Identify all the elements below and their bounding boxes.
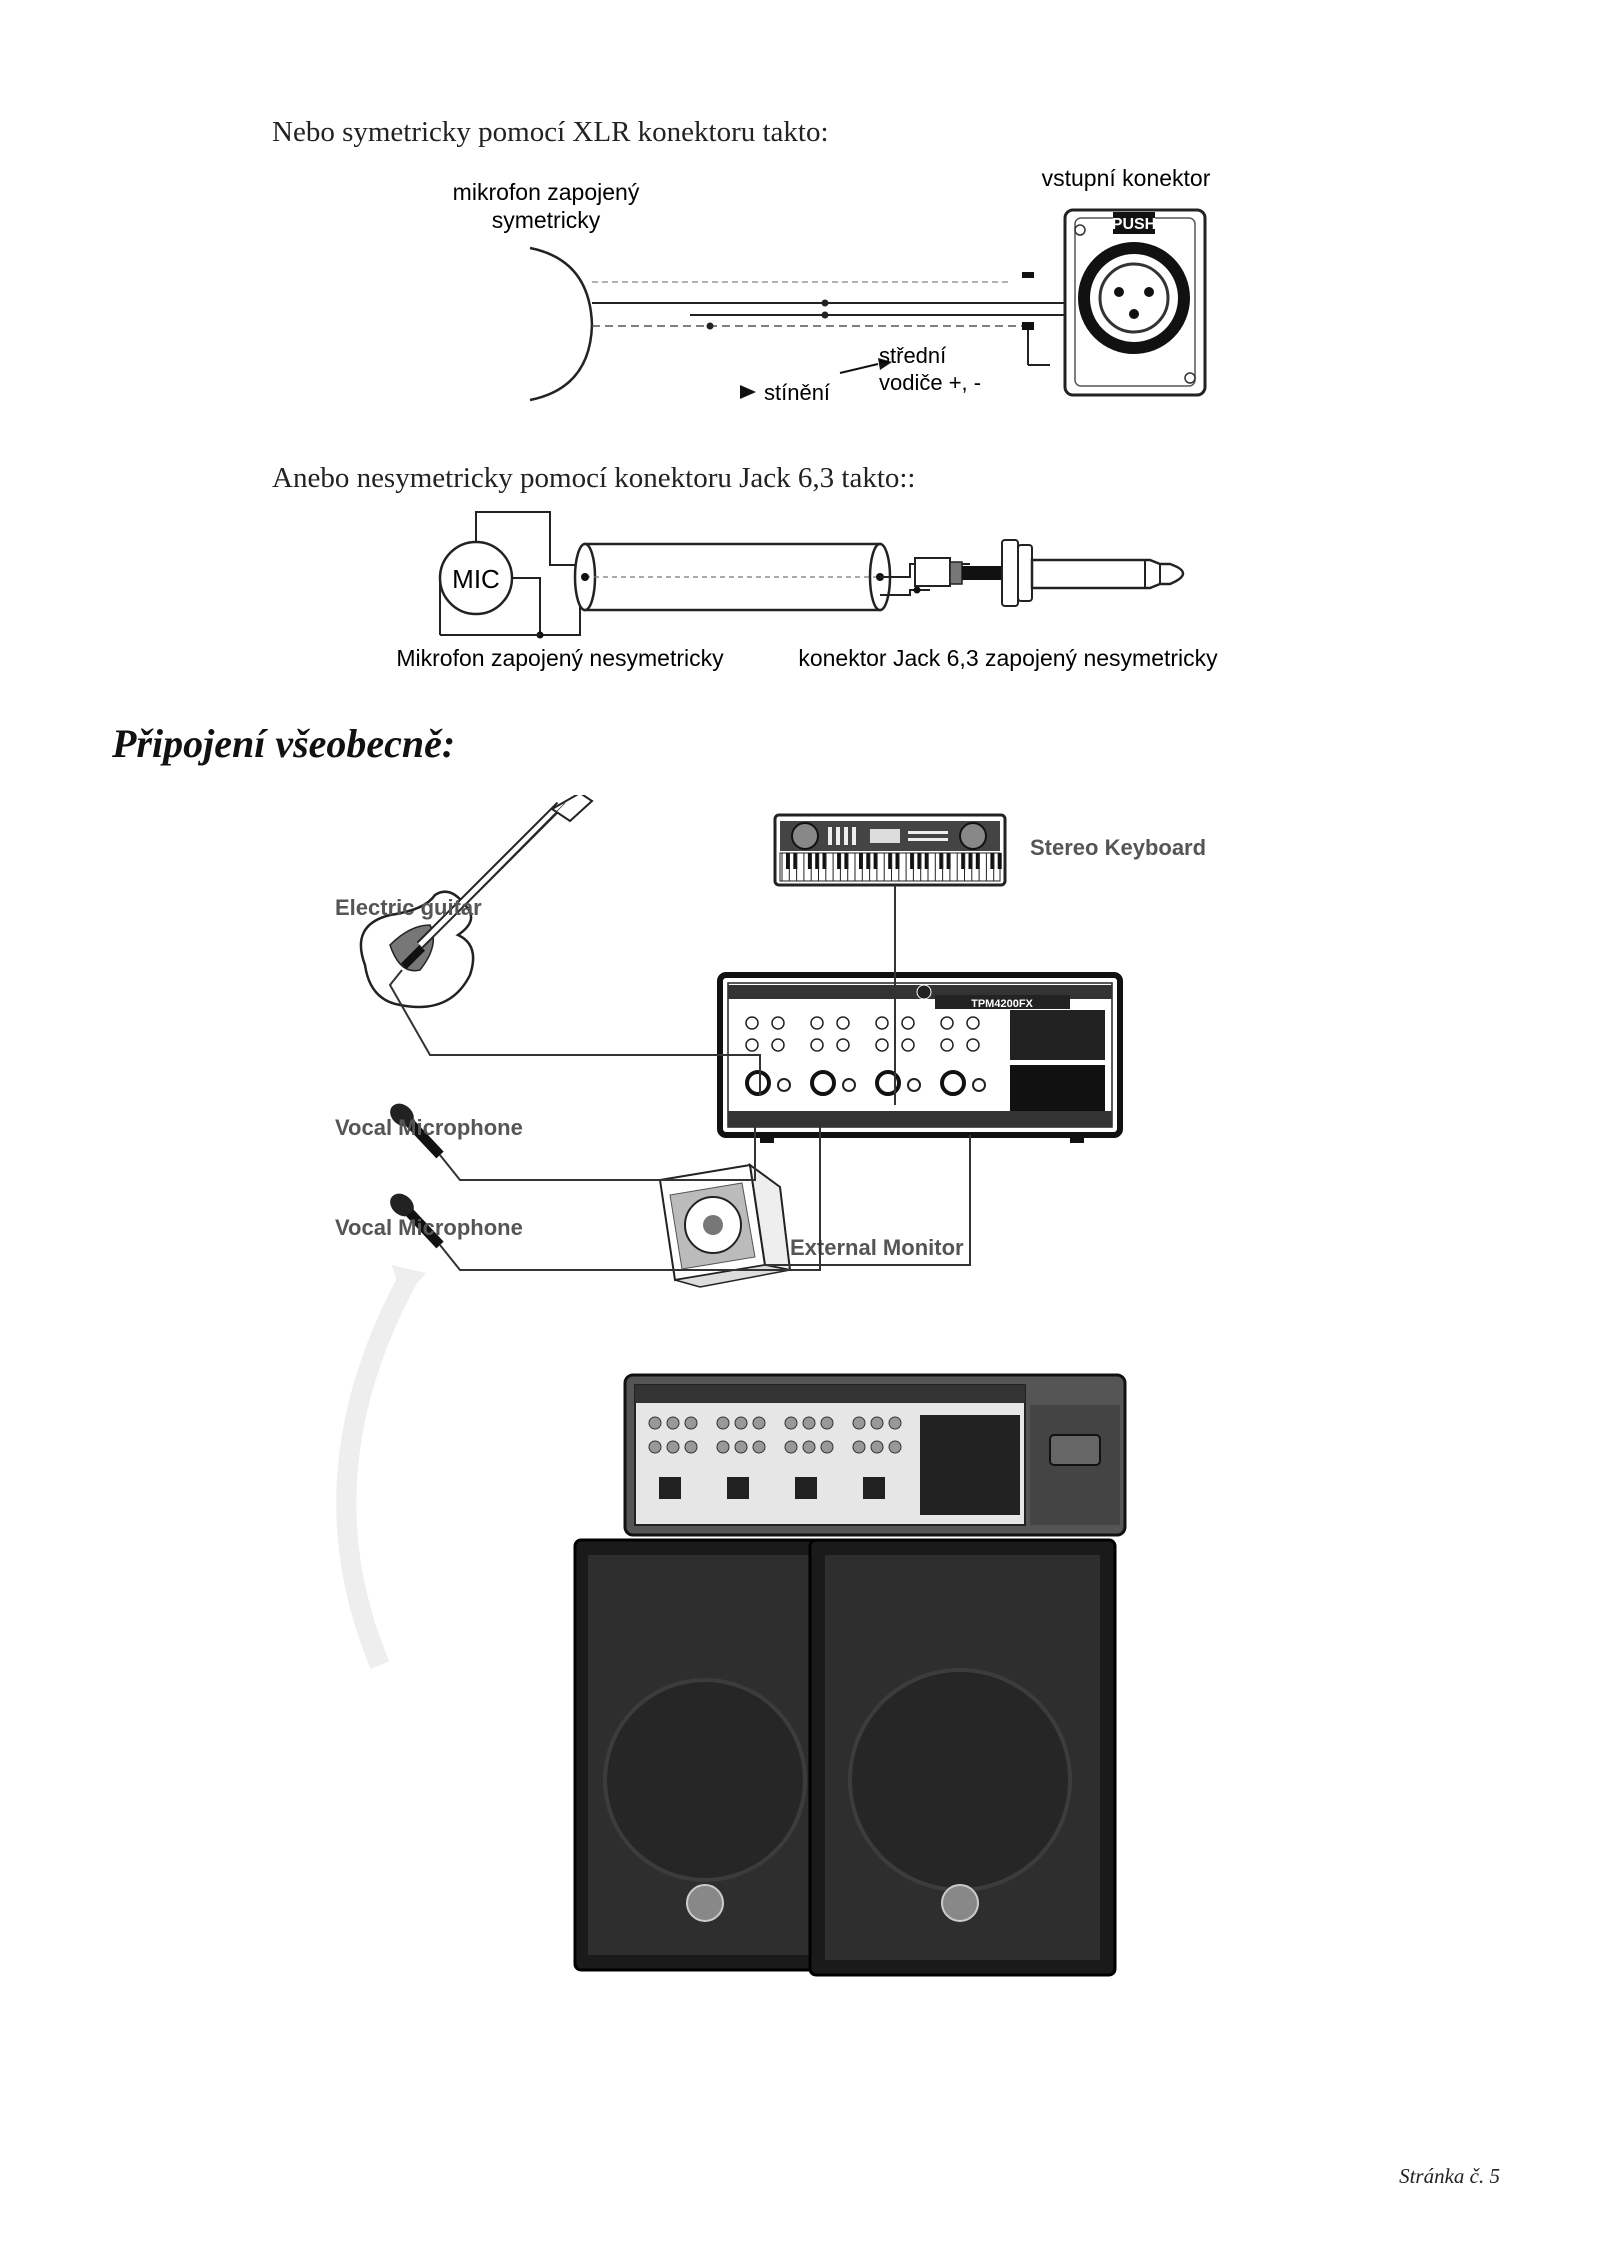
- jack-plug-clamp: [914, 557, 951, 587]
- keyboard-label: Stereo Keyboard: [1030, 835, 1206, 860]
- mic2-label: Vocal Microphone: [335, 1215, 523, 1240]
- arrow-icon: [878, 358, 892, 370]
- curved-arrow-icon: [336, 1270, 419, 1669]
- connector-label: vstupní konektor: [1042, 165, 1211, 191]
- setup-connection-diagram: Stereo Keyboard Electric guitar TPM4200F…: [335, 795, 1206, 1977]
- arrow-icon: [740, 385, 756, 399]
- push-label: PUSH: [1112, 216, 1156, 233]
- mic1-label: Vocal Microphone: [335, 1115, 523, 1140]
- mixer-amplifier-illustration: TPM4200FX: [717, 972, 1123, 1143]
- guitar-label: Electric guitar: [335, 895, 482, 920]
- vocal-microphone-1-illustration: [390, 1103, 444, 1159]
- push-tab: [1113, 212, 1155, 234]
- center-label-line1: střední: [879, 343, 946, 368]
- amp-head-photo: [623, 1373, 1127, 1537]
- pin-marker-top: [1022, 272, 1034, 278]
- center-label-line2: vodiče +, -: [879, 370, 981, 395]
- jack-caption: konektor Jack 6,3 zapojený nesymetricky: [798, 645, 1218, 671]
- shield-label: stínění: [764, 380, 830, 405]
- screw-icon: [1184, 372, 1196, 384]
- mic-label-line2: symetricky: [492, 207, 601, 233]
- microphone-capsule-shape: [529, 246, 594, 402]
- mic-caption: Mikrofon zapojený nesymetricky: [396, 645, 724, 671]
- xlr-wiring-diagram: mikrofon zapojený symetricky vstupní kon…: [453, 165, 1211, 405]
- cable-mic2: [439, 1125, 821, 1271]
- intro-xlr-text: Nebo symetricky pomocí XLR konektoru tak…: [272, 116, 829, 148]
- electric-guitar-illustration: [359, 795, 594, 1009]
- jack-plug-insulator: [962, 566, 1002, 580]
- cable-mic1: [439, 1125, 756, 1181]
- stereo-keyboard-illustration: [773, 813, 1007, 887]
- mixer-model-label: TPM4200FX: [971, 998, 1033, 1010]
- page-number: Stránka č. 5: [1399, 2164, 1500, 2188]
- vocal-microphone-2-illustration: [390, 1193, 444, 1249]
- jack-wiring-diagram: MIC Mikrofon zapojený nesymetricky konek…: [396, 511, 1218, 671]
- external-monitor-illustration: [658, 1162, 792, 1288]
- speaker-right-photo: [808, 1538, 1117, 1977]
- mic-label-line1: mikrofon zapojený: [453, 179, 640, 205]
- mic-badge-label: MIC: [452, 564, 500, 594]
- intro-jack-text: Anebo nesymetricky pomocí konektoru Jack…: [272, 462, 916, 494]
- cable-monitor: [765, 1135, 971, 1266]
- speaker-left-photo: [573, 1538, 837, 1972]
- cable-guitar: [388, 969, 761, 1095]
- section-heading: Připojení všeobecně:: [112, 721, 456, 766]
- monitor-label: External Monitor: [790, 1235, 964, 1260]
- pin-marker-bottom: [1022, 322, 1034, 330]
- screw-icon: [1074, 224, 1086, 236]
